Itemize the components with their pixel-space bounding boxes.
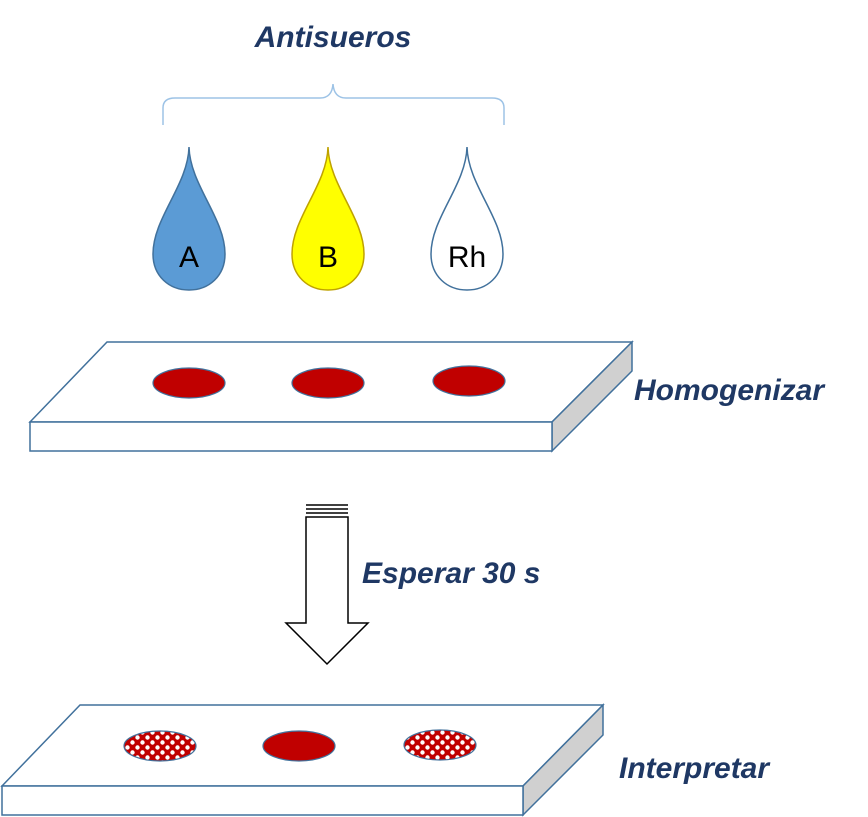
drop-rh: Rh (430, 146, 504, 291)
drop-b-letter: B (318, 241, 338, 274)
blood-sample-1 (152, 367, 226, 399)
drop-b-shape (291, 146, 365, 291)
wait-label: Esperar 30 s (362, 557, 540, 590)
homogenize-label: Homogenizar (634, 374, 826, 407)
slide-2-front (1, 785, 524, 816)
slide-homogenize (28, 340, 634, 453)
agglutinated-sample-rh (403, 729, 477, 761)
down-arrow (284, 504, 370, 666)
slide-interpret (0, 703, 605, 817)
drop-a-shape (152, 146, 226, 291)
drop-a-letter: A (179, 241, 199, 274)
drop-a: A (152, 146, 226, 291)
agglutinated-sample-a (123, 730, 197, 762)
slide-1-front (29, 421, 553, 452)
blood-sample-b (262, 730, 336, 762)
antisera-title: Antisueros (254, 21, 412, 54)
antisera-brace (162, 83, 505, 125)
blood-sample-2 (291, 367, 365, 399)
drop-rh-shape (430, 146, 504, 291)
drop-rh-letter: Rh (448, 241, 486, 274)
drop-b: B (291, 146, 365, 291)
interpret-label: Interpretar (619, 752, 771, 785)
blood-sample-3 (432, 365, 506, 397)
